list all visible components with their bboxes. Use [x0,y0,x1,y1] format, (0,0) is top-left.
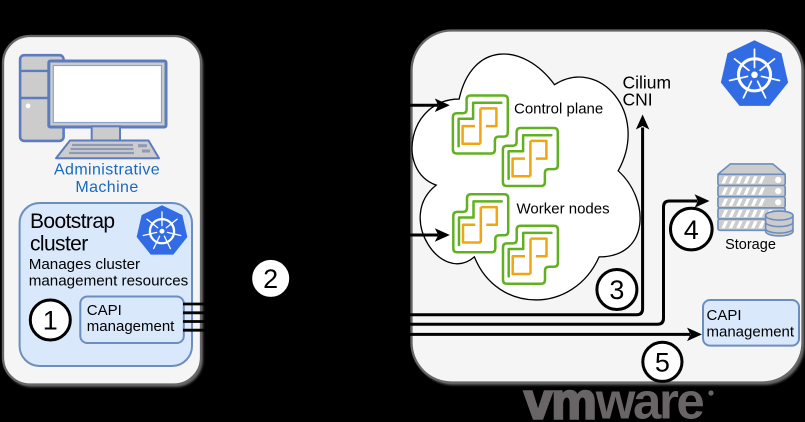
svg-text:Manages cluster: Manages cluster [29,256,140,273]
svg-text:1: 1 [43,306,58,336]
svg-text:management resources: management resources [29,273,189,290]
svg-text:CAPI: CAPI [87,302,122,319]
svg-text:management: management [707,323,795,340]
svg-text:4: 4 [684,215,699,245]
svg-text:vmware: vmware [524,372,703,422]
svg-text:Worker nodes: Worker nodes [517,200,610,217]
svg-text:management: management [87,318,175,335]
svg-text:Machine: Machine [75,179,138,196]
svg-text:CNI: CNI [623,90,653,110]
svg-text:5: 5 [655,348,670,378]
svg-text:CAPI: CAPI [707,307,742,324]
svg-text:Bootstrap: Bootstrap [30,210,115,233]
svg-text:Cilium: Cilium [623,72,672,92]
svg-text:Administrative: Administrative [54,161,160,178]
svg-text:Control plane: Control plane [514,100,603,117]
svg-text:Storage: Storage [725,237,776,253]
svg-text:2: 2 [263,264,278,294]
svg-text:3: 3 [609,275,624,305]
svg-text:cluster: cluster [30,232,88,255]
